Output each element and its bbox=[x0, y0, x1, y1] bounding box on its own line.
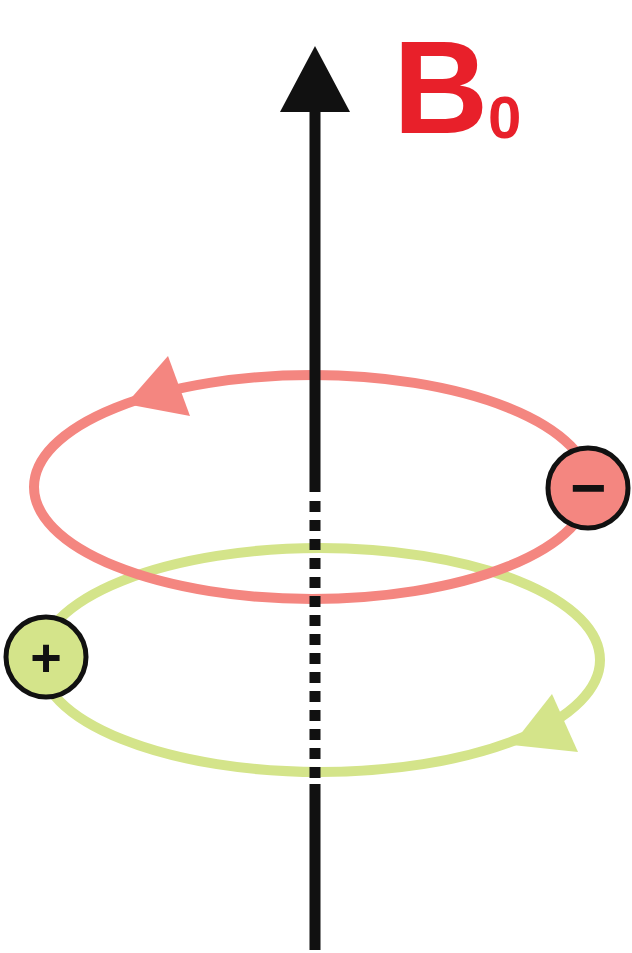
charge-disc bbox=[6, 617, 86, 697]
charge-sign: + bbox=[3, 614, 89, 700]
field-axis-hidden bbox=[310, 494, 321, 778]
field-axis bbox=[310, 784, 321, 950]
charge-circle: − bbox=[545, 445, 631, 531]
charge-circle: + bbox=[3, 614, 89, 700]
charge-sign: − bbox=[545, 445, 631, 531]
field-subscript: 0 bbox=[488, 88, 521, 148]
charge-disc bbox=[548, 448, 628, 528]
orbit-arrowhead bbox=[126, 356, 190, 416]
field-symbol: B bbox=[393, 22, 488, 154]
orbit-arrowhead bbox=[512, 694, 578, 752]
field-arrowhead bbox=[280, 46, 350, 112]
field-axis bbox=[310, 104, 321, 492]
